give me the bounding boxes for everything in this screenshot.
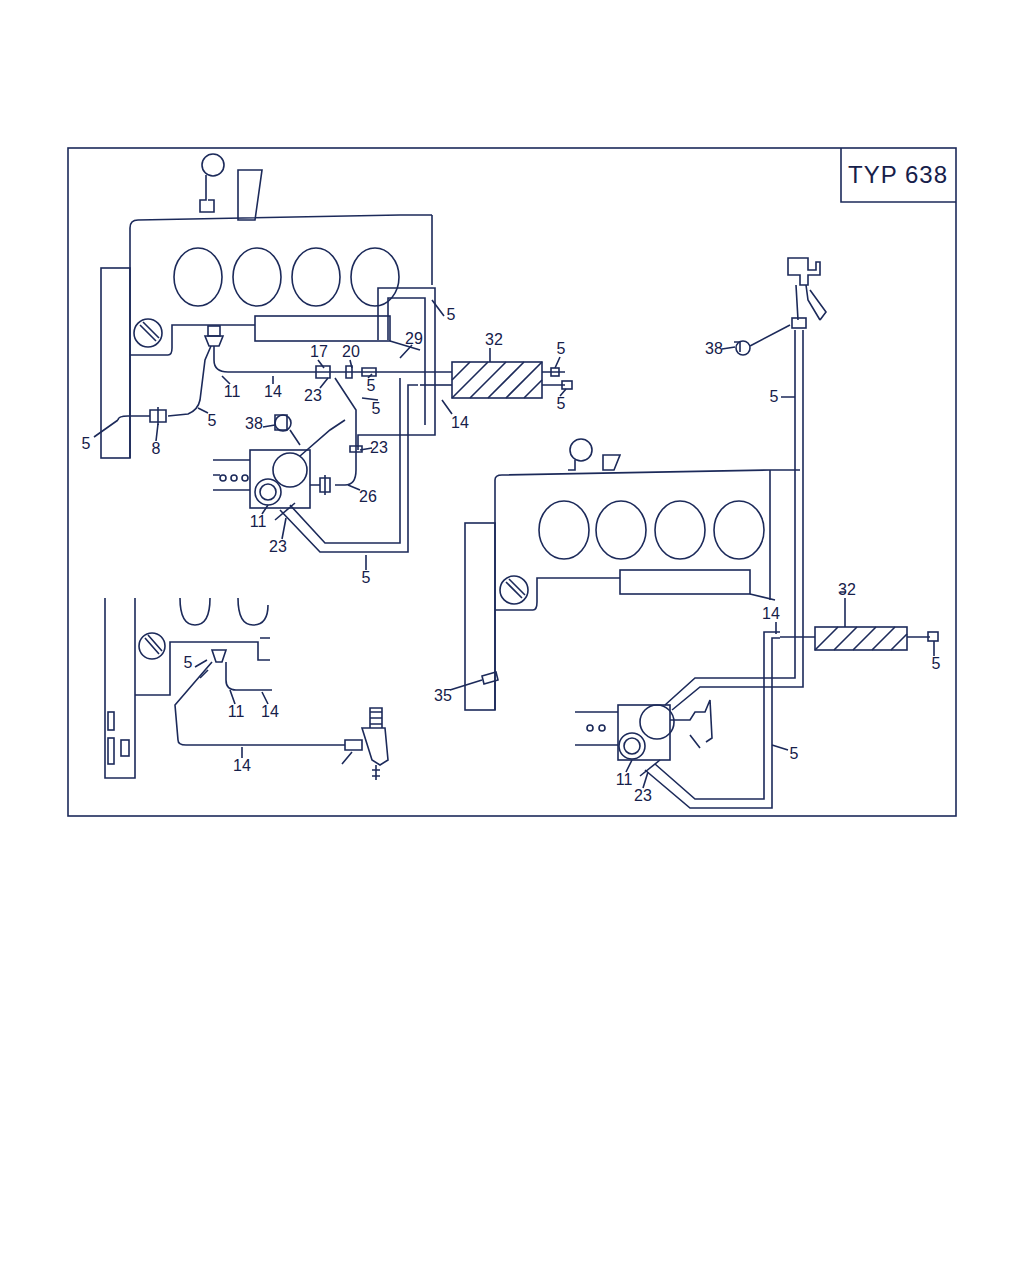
callout-number: 14 [264,384,282,400]
callout-number: 32 [485,332,503,348]
callout-number: 5 [932,656,941,672]
callout-number: 23 [269,539,287,555]
callout-number: 17 [310,344,328,360]
callout-number: 32 [838,582,856,598]
callout-number: 29 [405,331,423,347]
callout-number: 26 [359,489,377,505]
callout-number: 5 [557,341,566,357]
callout-number: 5 [557,396,566,412]
callout-number: 11 [228,704,245,720]
callout-number: 5 [208,413,217,429]
callout-number: 5 [367,378,376,394]
callout-number: 38 [705,341,723,357]
callout-number: 5 [372,401,381,417]
callout-number: 11 [250,514,267,530]
callout-number: 5 [82,436,91,452]
callout-number: 14 [451,415,469,431]
callout-number: 35 [434,688,452,704]
callout-number: 5 [790,746,799,762]
callout-number: 5 [447,307,456,323]
callout-number: 23 [370,440,388,456]
callout-number: 8 [152,441,161,457]
callout-number: 5 [362,570,371,586]
callout-number: 20 [342,344,360,360]
callout-number: 11 [224,384,241,400]
callout-number: 14 [233,758,251,774]
callout-number: 14 [762,606,780,622]
callout-number: 23 [634,788,652,804]
callout-number: 11 [616,772,633,788]
callout-number: 5 [184,655,193,671]
callout-number: 5 [770,389,779,405]
type-title: TYP 638 [848,163,948,187]
callout-number: 14 [261,704,279,720]
callout-number: 38 [245,416,263,432]
callout-number: 23 [304,388,322,404]
